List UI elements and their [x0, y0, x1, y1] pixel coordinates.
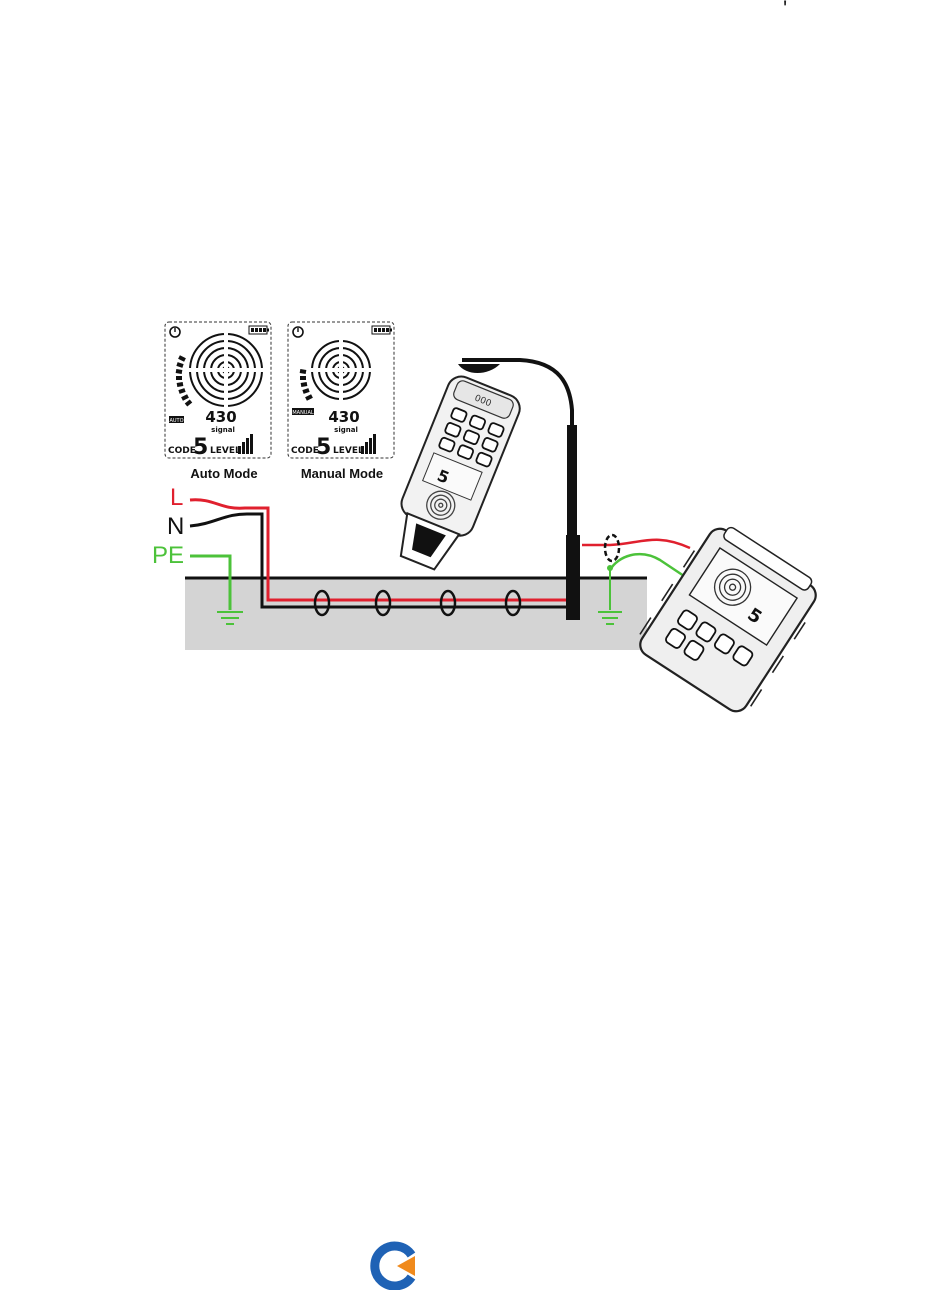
signal-reading: 430 — [205, 408, 236, 426]
code-label: CODE — [168, 446, 196, 456]
level-label: LEVEL — [210, 446, 241, 456]
caption-manual-mode: Manual Mode — [301, 466, 383, 481]
signal-label: signal — [211, 426, 235, 434]
lamp-post-base — [566, 535, 580, 620]
level-label: LEVEL — [333, 446, 364, 456]
brand-logo — [375, 1246, 415, 1286]
lcd-display-manual: MANUAL 430 signal CODE 5 LEVEL — [288, 322, 394, 460]
earth-wire-label: PE — [152, 542, 184, 569]
mode-badge: AUTO — [169, 418, 183, 424]
transmitter-earth-lead — [610, 554, 690, 580]
transmitter-device: 5 — [632, 517, 827, 718]
code-value: 5 — [316, 435, 331, 460]
logo-wedge — [397, 1256, 415, 1276]
clamp-marker-lamp — [605, 535, 619, 561]
code-label: CODE — [291, 446, 319, 456]
top-mark: ' — [783, 0, 787, 21]
signal-label: signal — [334, 426, 358, 434]
mode-badge: MANUAL — [292, 410, 314, 416]
lamp-head — [458, 364, 500, 373]
code-value: 5 — [193, 435, 208, 460]
lcd-display-auto: AUTO 430 signal CODE 5 LEVEL — [165, 322, 271, 460]
receiver-device: 000 5 — [382, 372, 524, 577]
neutral-wire-label: N — [167, 513, 184, 540]
transmitter-live-lead — [582, 540, 690, 548]
live-wire-label: L — [170, 484, 183, 511]
caption-auto-mode: Auto Mode — [190, 466, 257, 481]
signal-reading: 430 — [328, 408, 359, 426]
